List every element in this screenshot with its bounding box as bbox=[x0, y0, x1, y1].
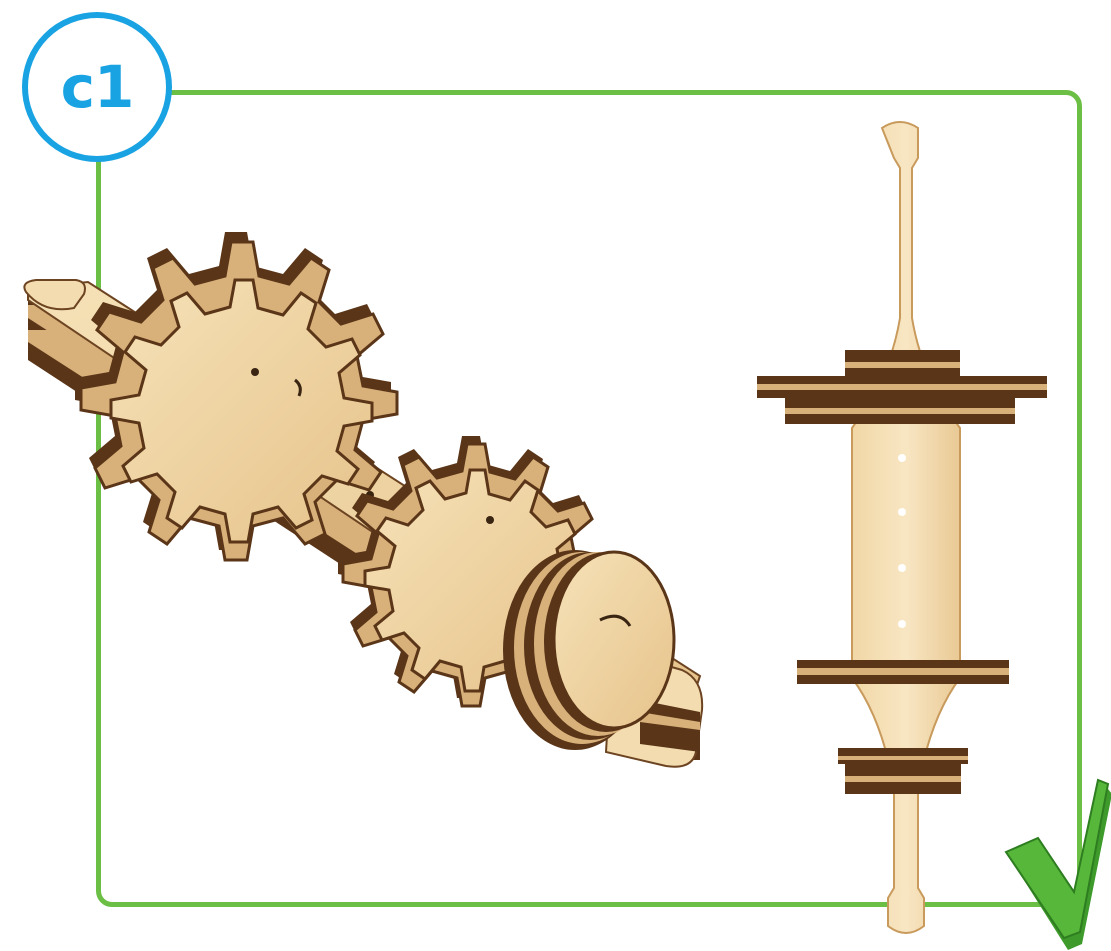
axle-side-view bbox=[757, 122, 1047, 933]
step-number-badge: c1 bbox=[22, 12, 172, 162]
checkmark-icon bbox=[1006, 780, 1111, 950]
step-label: c1 bbox=[61, 58, 134, 116]
